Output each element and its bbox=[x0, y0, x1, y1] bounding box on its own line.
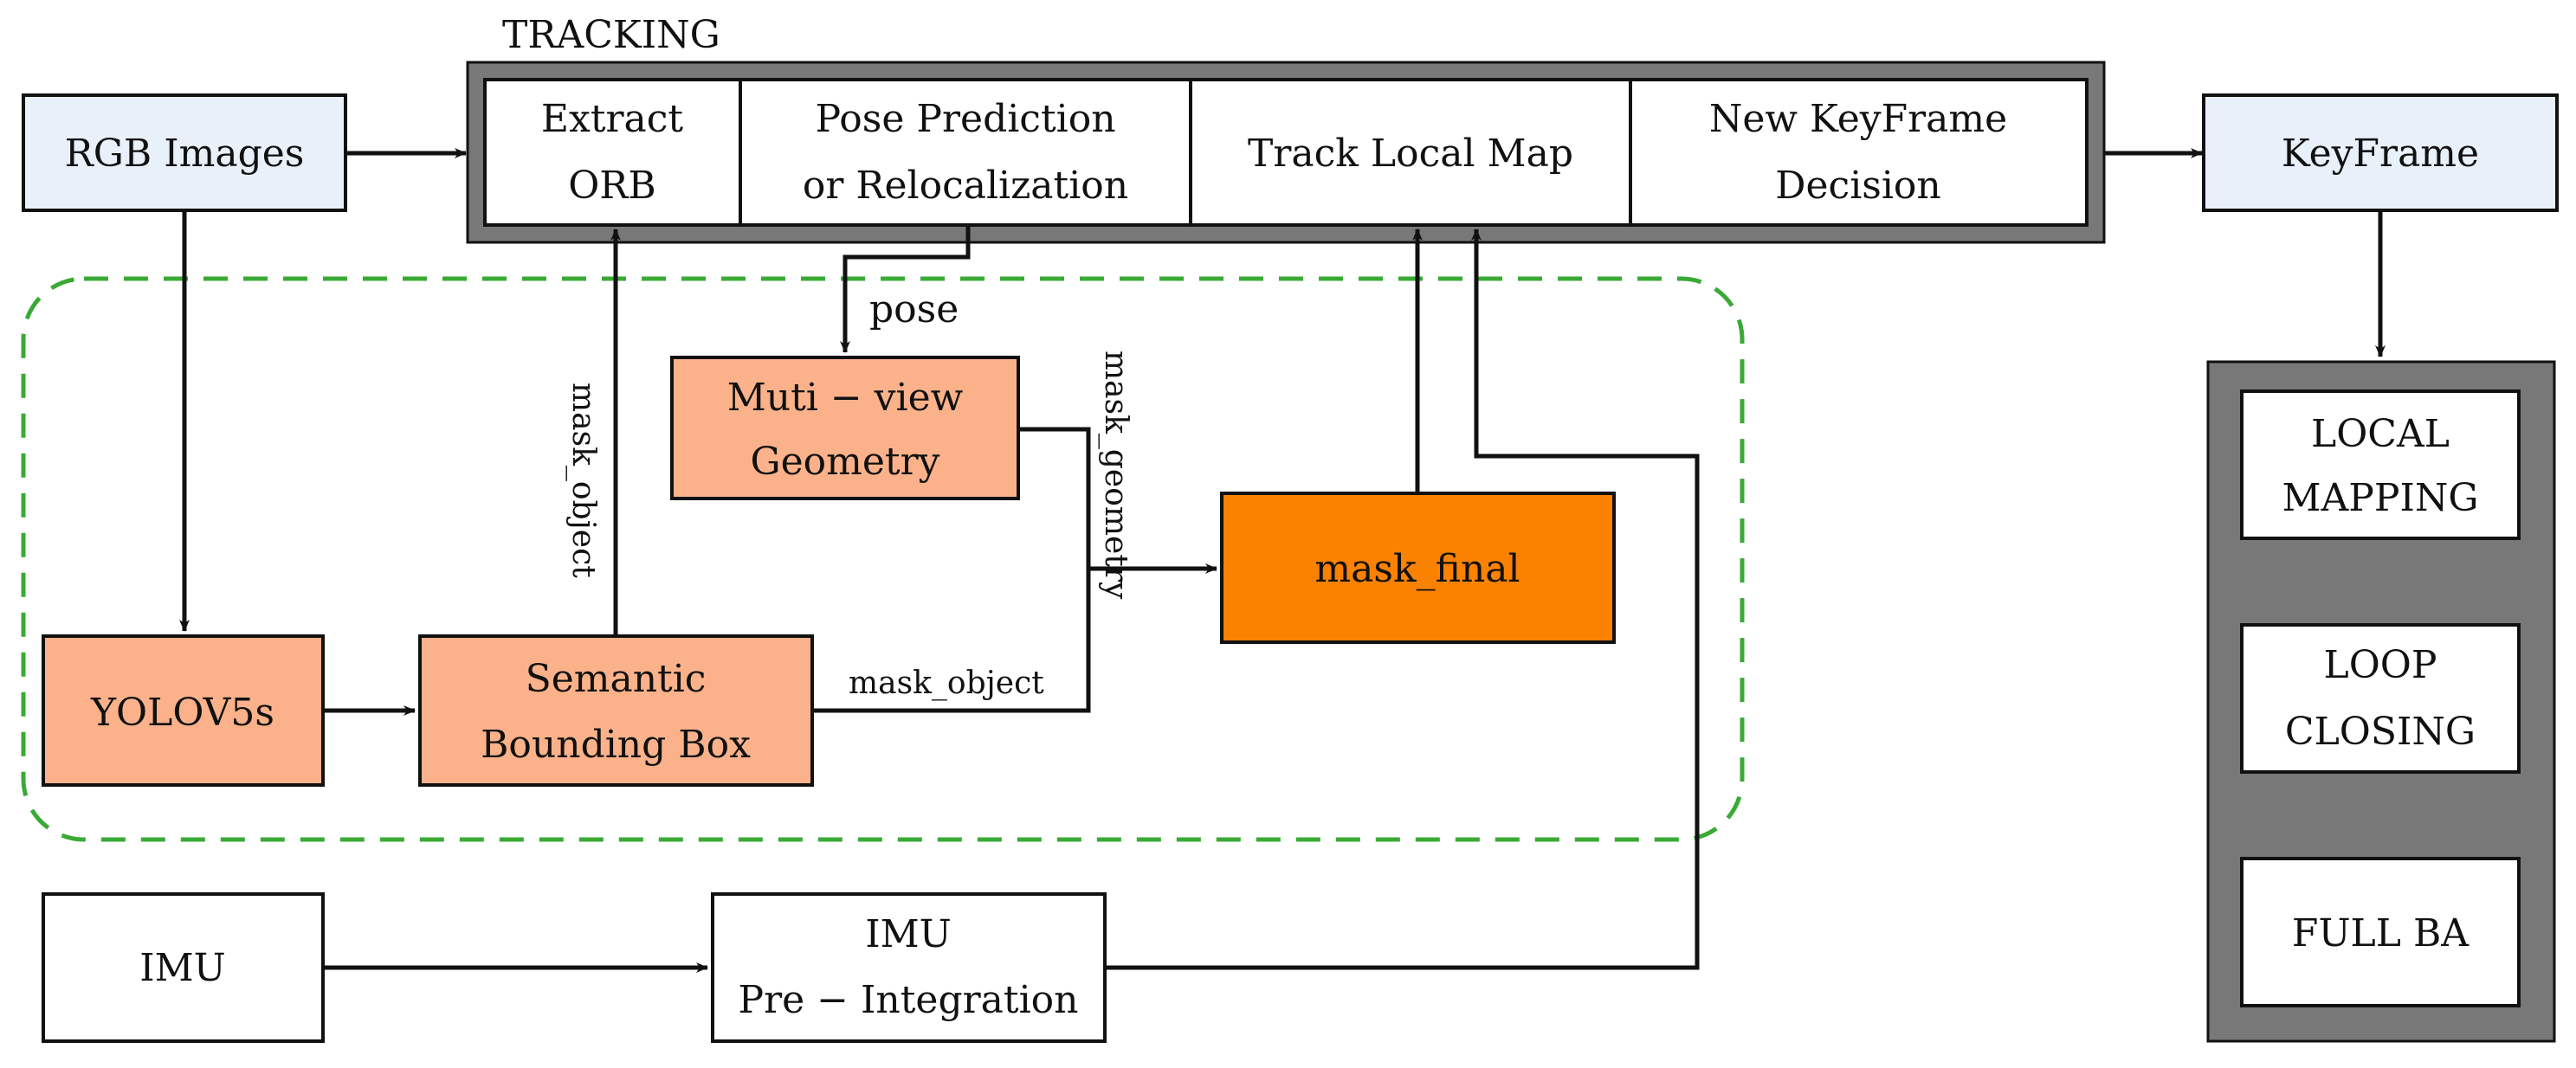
edge-pose-to-multiview bbox=[840, 225, 971, 353]
semantic-bbox-line-2: Bounding Box bbox=[481, 723, 751, 767]
rgb-images-box bbox=[22, 93, 347, 212]
edge-label-mask-geometry: mask_geometry bbox=[1098, 351, 1133, 600]
new-keyframe-line-2: Decision bbox=[1775, 164, 1941, 208]
keyframe-box bbox=[2202, 93, 2559, 212]
edge-label-mask-object-vertical: mask_object bbox=[565, 383, 601, 578]
tracking-stage-extract-orb bbox=[483, 78, 742, 227]
local-mapping-line-2: MAPPING bbox=[2282, 476, 2478, 520]
new-keyframe-line-1: New KeyFrame bbox=[1709, 97, 2007, 141]
edge-preintegration-to-track-local-map bbox=[1105, 228, 1700, 970]
loop-closing-box bbox=[2240, 623, 2521, 774]
imu-preintegration-box bbox=[711, 892, 1107, 1043]
extract-orb-line-1: Extract bbox=[541, 97, 684, 141]
edge-multiview-to-mask-final bbox=[1018, 427, 1217, 574]
multiview-geometry-line-1: Muti − view bbox=[727, 376, 964, 420]
yolo-label: YOLOV5s bbox=[90, 691, 274, 735]
pose-prediction-line-2: or Relocalization bbox=[803, 164, 1128, 208]
track-local-map-label: Track Local Map bbox=[1248, 132, 1573, 176]
imu-preintegration-line-1: IMU bbox=[865, 912, 952, 956]
imu-box bbox=[42, 892, 325, 1043]
imu-label: IMU bbox=[139, 946, 226, 990]
full-ba-label: FULL BA bbox=[2292, 911, 2469, 955]
semantic-bbox-line-1: Semantic bbox=[526, 657, 707, 701]
yolo-box bbox=[42, 634, 325, 787]
edge-label-mask-object-horizontal: mask_object bbox=[849, 666, 1044, 701]
loop-closing-line-2: CLOSING bbox=[2285, 710, 2476, 754]
full-ba-box bbox=[2240, 857, 2521, 1007]
edge-label-pose: pose bbox=[869, 287, 959, 331]
multiview-geometry-box bbox=[670, 356, 1020, 500]
tracking-stage-track-local-map bbox=[1189, 78, 1632, 227]
loop-closing-line-1: LOOP bbox=[2324, 643, 2437, 687]
imu-preintegration-line-2: Pre − Integration bbox=[739, 978, 1079, 1022]
extract-orb-line-2: ORB bbox=[568, 164, 656, 208]
local-mapping-line-1: LOCAL bbox=[2311, 412, 2450, 456]
multiview-geometry-line-2: Geometry bbox=[750, 440, 939, 484]
tracking-stage-pose-prediction bbox=[739, 78, 1192, 227]
edge-semantic-to-mask-final bbox=[812, 569, 1091, 713]
local-mapping-box bbox=[2240, 389, 2521, 540]
keyframe-label: KeyFrame bbox=[2282, 132, 2479, 176]
mask-final-label: mask_final bbox=[1314, 547, 1520, 591]
semantic-region bbox=[21, 276, 1745, 842]
tracking-stage-new-keyframe bbox=[1629, 78, 2089, 227]
pose-prediction-line-1: Pose Prediction bbox=[815, 97, 1115, 141]
mask-final-box bbox=[1220, 492, 1616, 644]
rgb-images-label: RGB Images bbox=[65, 132, 305, 176]
tracking-title: TRACKING bbox=[502, 13, 720, 57]
